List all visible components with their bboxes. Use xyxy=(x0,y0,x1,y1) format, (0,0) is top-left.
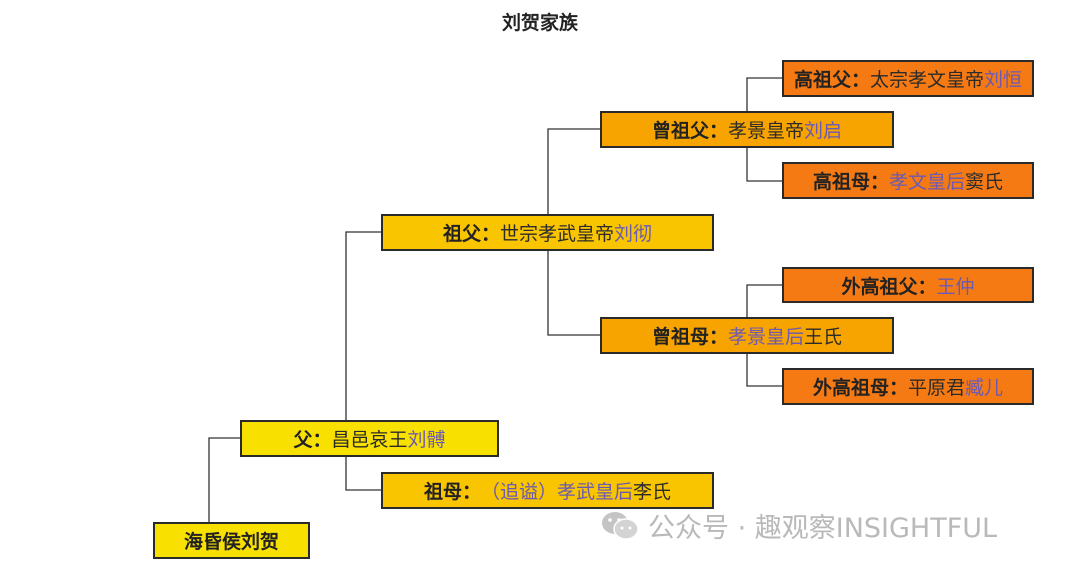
watermark: 公众号 · 趣观察INSIGHTFUL xyxy=(600,506,997,545)
connector-self-father xyxy=(208,437,240,522)
node-great-grandfather: 曾祖父：孝景皇帝刘启 xyxy=(600,111,894,148)
connector-grandfather-ggf xyxy=(547,128,600,214)
watermark-text: 公众号 · 趣观察INSIGHTFUL xyxy=(648,513,998,544)
node-gg-father: 高祖父：太宗孝文皇帝刘恒 xyxy=(782,60,1034,97)
connector-father-grandfather xyxy=(345,231,381,421)
node-maternal-gg-father: 外高祖父：王仲 xyxy=(782,267,1034,303)
connector-grandfather-ggm xyxy=(547,250,600,336)
node-maternal-gg-mother: 外高祖母：平原君臧儿 xyxy=(782,368,1034,405)
connector-ggm-matggm xyxy=(746,353,782,387)
diagram-title: 刘贺家族 xyxy=(501,12,578,34)
node-great-grandmother: 曾祖母：孝景皇后王氏 xyxy=(600,317,894,354)
connector-ggf-ggmother xyxy=(746,147,782,182)
node-self: 海昏侯刘贺 xyxy=(153,522,310,559)
connector-ggf-ggfather xyxy=(746,77,782,111)
node-grandfather: 祖父：世宗孝武皇帝刘彻 xyxy=(381,214,714,251)
connector-ggm-matggf xyxy=(746,284,782,317)
wechat-icon xyxy=(602,511,639,540)
node-grandmother: 祖母：（追谥）孝武皇后李氏 xyxy=(381,472,714,509)
node-gg-mother: 高祖母：孝文皇后窦氏 xyxy=(782,162,1034,199)
node-father: 父：昌邑哀王刘髆 xyxy=(240,420,499,457)
